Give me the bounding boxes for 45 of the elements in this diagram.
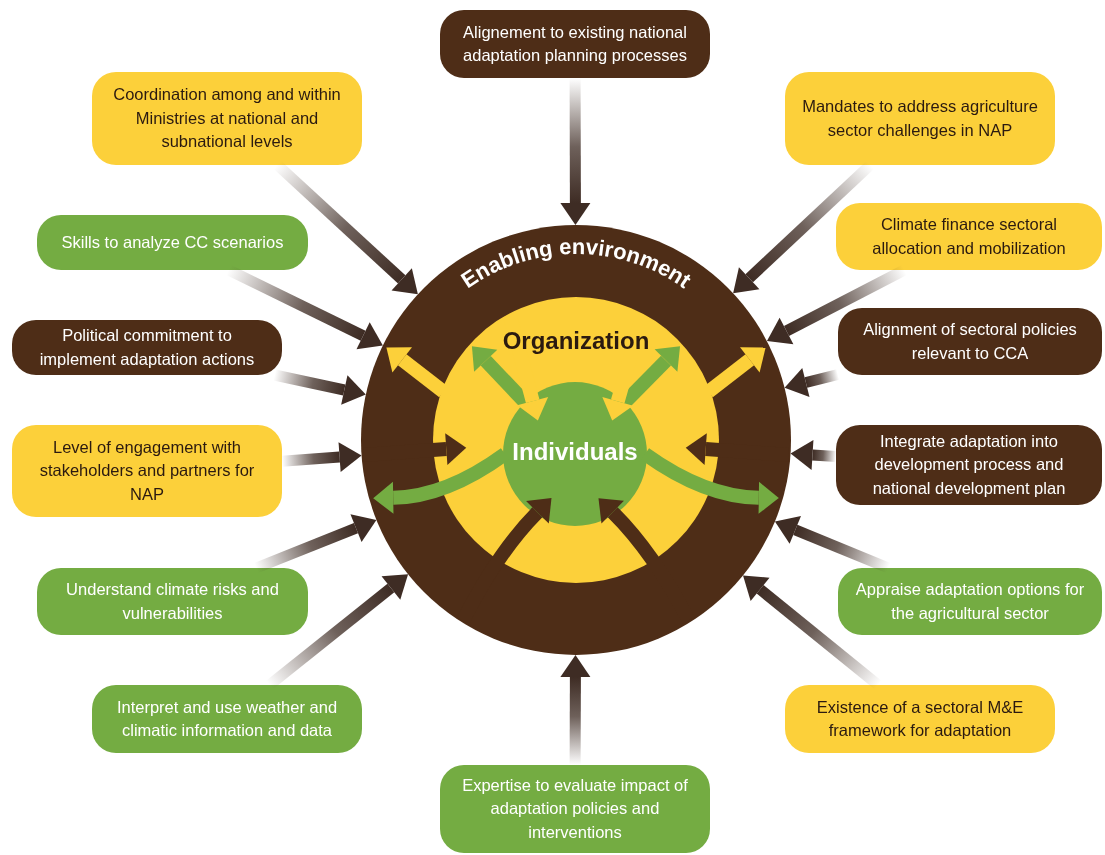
rounded-box [12,425,282,517]
box-text: Level of engagement with stakeholders and partners for NAP [38,436,256,505]
arrow [560,655,591,765]
arrow [254,514,377,574]
arrow [281,442,362,473]
box-text: Appraise adaptation options for the agricultural sector [854,579,1086,624]
rounded-box [12,320,282,375]
box-text: Alignment of sectoral policies relevant to CCA [862,319,1078,364]
box-text: Understand climate risks and vulnerabilities [65,579,280,624]
arrow [790,440,837,470]
rounded-box [785,685,1055,753]
box-text: Integrate adaptation into development process and national development plan [871,430,1067,499]
arrow [503,313,549,421]
box-text: Mandates to address agriculture sector challenges in NAP [801,96,1039,141]
box-text: Skills to analyze CC scenarios [61,231,284,253]
rounded-box [838,308,1102,375]
box-text: Climate finance sectoral allocation and mobilization [871,214,1067,259]
ring-label: Organization [501,327,651,355]
box-text: Alignement to existing national adaptation planning processes [462,21,688,66]
arrow [766,265,907,345]
rounded-box [440,10,710,78]
rounded-box [836,203,1102,270]
rounded-box [785,72,1055,165]
rounded-box [838,568,1102,635]
box-text: Existence of a sectoral M&E framework for adaptation [815,696,1025,741]
box-text: Expertise to evaluate impact of adaptation policies and interventions [461,774,689,843]
rounded-box [92,72,362,165]
rounded-box [440,765,710,853]
arrow [226,265,383,350]
rounded-box [37,215,308,270]
arrow [273,369,366,405]
arrow [560,78,591,225]
arrow [386,347,448,398]
box-text: Coordination among and within Ministries at national and subnational levels [112,84,342,153]
arrow [784,367,840,398]
box-text: Political commitment to implement adaptation actions [38,325,256,370]
rounded-box [836,425,1102,505]
arrow [774,516,891,574]
box-text: Interpret and use weather and climatic information and data [115,696,339,741]
rounded-box [92,685,362,753]
arrow [743,575,882,690]
arrow [704,347,766,398]
ring-label: Individuals [511,438,639,466]
arrow [733,161,874,294]
rounded-box [37,568,308,635]
